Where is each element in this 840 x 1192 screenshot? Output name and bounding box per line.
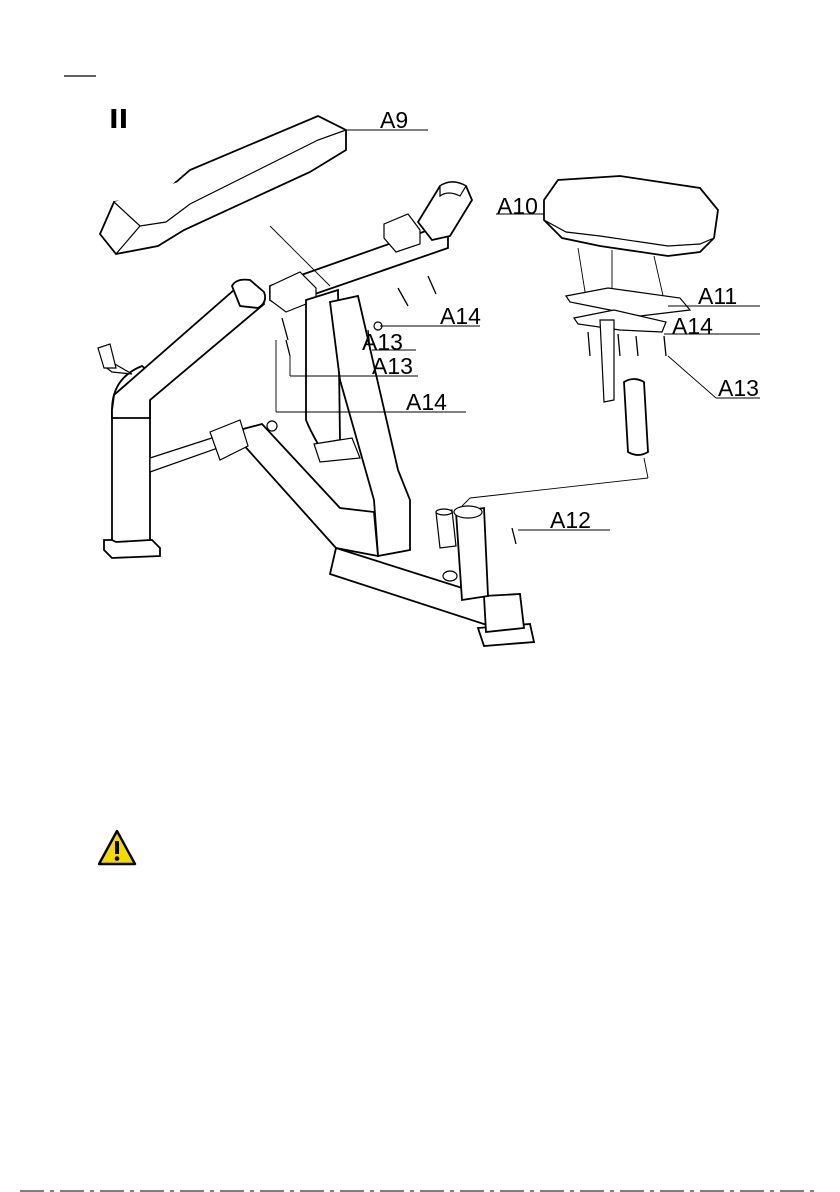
label-a14-right: A14 — [672, 313, 713, 339]
label-a13-upper: A13 — [362, 329, 403, 355]
label-a14-lower: A14 — [406, 389, 447, 415]
label-a10: A10 — [497, 193, 538, 219]
label-a14-top: A14 — [440, 303, 481, 329]
label-a9: A9 — [380, 107, 408, 133]
step-marker: II — [109, 105, 128, 135]
label-a11: A11 — [698, 283, 737, 309]
page-bottom-edge — [0, 1186, 840, 1192]
arm-pad-a9 — [100, 116, 346, 286]
label-a12: A12 — [550, 507, 591, 533]
seat-a10 — [544, 176, 718, 300]
bench-frame — [98, 182, 534, 646]
label-a13-lower: A13 — [372, 353, 413, 379]
label-a13-right: A13 — [718, 375, 759, 401]
warning-triangle-icon — [96, 828, 138, 868]
seat-bracket-a11 — [462, 288, 690, 506]
assembly-diagram: II — [0, 0, 840, 700]
